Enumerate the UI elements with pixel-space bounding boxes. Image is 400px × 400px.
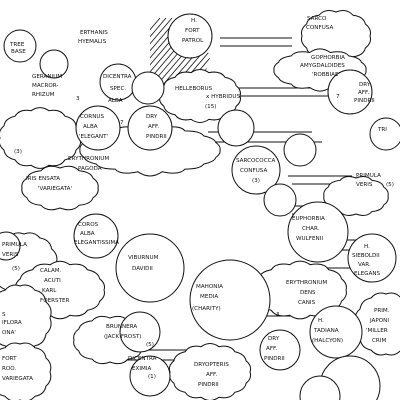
euphorbia-side-circle: [263, 183, 297, 217]
sarcococca-shrub-circle: [217, 109, 255, 147]
groundcover-iris: [21, 165, 99, 211]
dicentra-eximia-circle: [129, 355, 171, 397]
plant-count-dry-pindrii-top: 7: [336, 94, 340, 100]
hosta-circle: [347, 233, 397, 283]
dry-pindrii-top-circle: [327, 69, 373, 115]
plant-count-cornus-elegant: 7: [120, 120, 124, 126]
groundcover-primula-japonica: [354, 292, 400, 356]
brunnera-circle: [119, 311, 161, 353]
plant-count-primula-left: (5): [12, 266, 20, 272]
plant-label-iris: IRIS ENSATA'VARIEGATA': [26, 176, 72, 192]
plant-count-dicentra-eximia: (1): [148, 374, 156, 380]
dry-pindrii-circle: [127, 105, 173, 151]
fort-patrol-circle: [167, 13, 213, 59]
plant-count-helleborus: (15): [205, 104, 216, 110]
hatch-line: [150, 18, 167, 100]
hosta-halcyon-circle: [309, 305, 363, 359]
groundcover-erythronium: [0, 107, 82, 169]
cornus-ivory-circle: [73, 213, 119, 259]
plant-label-brunnera: BRUNNERA(JACK FROST): [104, 324, 141, 340]
plant-count-geranium: 3: [76, 96, 80, 102]
euphorbia-circle: [287, 201, 349, 263]
plant-count-erythronium-canis: 3: [276, 312, 280, 318]
primula-left-circle: [0, 231, 21, 261]
plant-shapes: [0, 10, 400, 400]
geranium-circle: [39, 49, 69, 79]
viburnum-circle: [115, 233, 185, 303]
groundcover-left-edge: [0, 284, 52, 352]
sarcococca-circle: [231, 145, 281, 195]
plant-count-erythronium-pagoda: (3): [14, 149, 22, 155]
dicentra-circle: [99, 63, 137, 101]
mahonia-circle: [189, 259, 271, 341]
plant-count-brunnera: (5): [146, 342, 154, 348]
tree-base-circle: [3, 29, 37, 63]
plant-label-hosta-halcyon: H.TADIANA(HALCYON): [312, 318, 343, 344]
trill-circle: [369, 117, 400, 151]
bottom-right-small-circle: [299, 375, 341, 400]
hatch-line: [150, 18, 173, 100]
dicentra-spec-circle: [131, 71, 165, 105]
plant-count-primula-right: (5): [386, 182, 394, 188]
groundcover-left-edge-bottom: [0, 342, 52, 400]
shrub-circle-right: [283, 133, 317, 167]
cornus-circle: [75, 105, 121, 151]
dry-pindrii-bottom-circle: [259, 329, 301, 371]
groundcover-primula-right: [323, 176, 389, 216]
hatch-line: [150, 18, 179, 100]
plant-label-trill: TRI: [377, 127, 387, 133]
plant-count-sarcococca: (3): [252, 178, 260, 184]
